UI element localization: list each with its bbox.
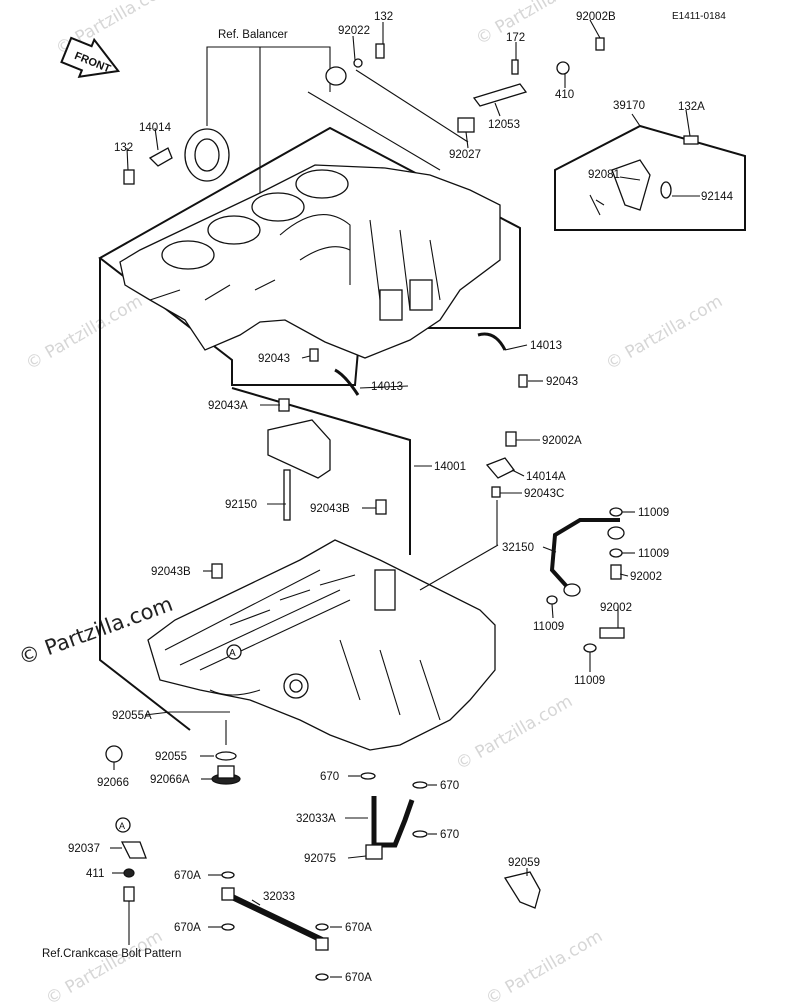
part-label: 92150	[225, 499, 257, 511]
part-label: 670	[440, 780, 459, 792]
part-label: 39170	[613, 100, 645, 112]
part-label: 92066A	[150, 774, 190, 786]
part-label: 670A	[345, 972, 372, 984]
bearings-dowels	[211, 332, 528, 579]
bottom-left-parts: A	[115, 817, 147, 902]
part-label: 670	[440, 829, 459, 841]
callout-a-text: A	[229, 648, 236, 659]
ref-balancer-label: Ref. Balancer	[218, 29, 288, 41]
part-label: 92002	[600, 602, 632, 614]
part-label: 14014A	[526, 471, 566, 483]
part-label: 11009	[533, 621, 564, 633]
part-labels: 132 92022 92002B 172 410 12053 92027 391…	[42, 11, 734, 984]
lower-crankcase-outline	[99, 258, 411, 731]
part-label: 92002	[630, 571, 662, 583]
part-label: 411	[86, 868, 104, 880]
part-label: 14001	[434, 461, 466, 473]
part-label: 92002A	[542, 435, 582, 447]
part-label: 92055A	[112, 710, 152, 722]
part-label: 92043A	[208, 400, 248, 412]
upper-crankcase	[119, 164, 501, 359]
diagram-code: E1411-0184	[672, 11, 726, 22]
leader-lines	[110, 19, 700, 978]
ref-crankcase-label: Ref.Crankcase Bolt Pattern	[42, 948, 181, 960]
part-label: 670A	[345, 922, 372, 934]
callout-a-text: A	[119, 821, 125, 831]
part-label: 92055	[155, 751, 187, 763]
watermark-text: © Partzilla.com	[453, 691, 577, 774]
oil-pump-parts	[457, 37, 746, 231]
part-label: 172	[506, 32, 525, 44]
part-label: 11009	[638, 548, 669, 560]
watermark-main: © Partzilla.com	[16, 592, 176, 670]
part-label: 92059	[508, 857, 540, 869]
part-label: 92043B	[151, 566, 191, 578]
part-label: 92043C	[524, 488, 564, 500]
part-label: 92002B	[576, 11, 616, 23]
part-label: 92043B	[310, 503, 350, 515]
part-label: 32033	[263, 891, 295, 903]
part-label: 670	[320, 771, 339, 783]
part-label: 14014	[139, 122, 172, 134]
part-label: 132A	[678, 101, 705, 113]
part-label: 92144	[701, 191, 734, 203]
watermark-main-text: © Partzilla.com	[16, 592, 176, 670]
watermark-text: © Partzilla.com	[603, 291, 727, 374]
part-label: 410	[555, 89, 574, 101]
balancer-parts	[123, 43, 385, 185]
lower-crankcase	[147, 539, 496, 751]
part-label: 92081	[588, 169, 620, 181]
part-label: 670A	[174, 922, 201, 934]
part-label: 92022	[338, 25, 370, 37]
part-label: 92075	[304, 853, 336, 865]
part-label: 670A	[174, 870, 201, 882]
watermark-text: © Partzilla.com	[483, 926, 607, 1008]
part-label: 92043	[546, 376, 578, 388]
lower-oil-pipes	[360, 772, 541, 909]
part-label: 92027	[449, 149, 481, 161]
part-label: 132	[374, 11, 393, 23]
watermark-text: © Partzilla.com	[43, 926, 167, 1008]
callout-a-marker: A	[226, 644, 242, 660]
part-label: 32033A	[296, 813, 336, 825]
part-label: 14013	[371, 381, 403, 393]
watermark-text: © Partzilla.com	[23, 291, 147, 374]
part-label: 12053	[488, 119, 520, 131]
part-label: 92043	[258, 353, 290, 365]
oil-pipe-32033	[221, 871, 329, 981]
part-label: 11009	[574, 675, 605, 687]
watermark-text: © Partzilla.com	[473, 0, 597, 49]
part-label: 92037	[68, 843, 100, 855]
part-label: 32150	[502, 542, 534, 554]
part-label: 92066	[97, 777, 129, 789]
oil-pipe-32150	[419, 500, 625, 653]
part-label: 14013	[530, 340, 562, 352]
part-label: 132	[114, 142, 133, 154]
part-label: 11009	[638, 507, 669, 519]
